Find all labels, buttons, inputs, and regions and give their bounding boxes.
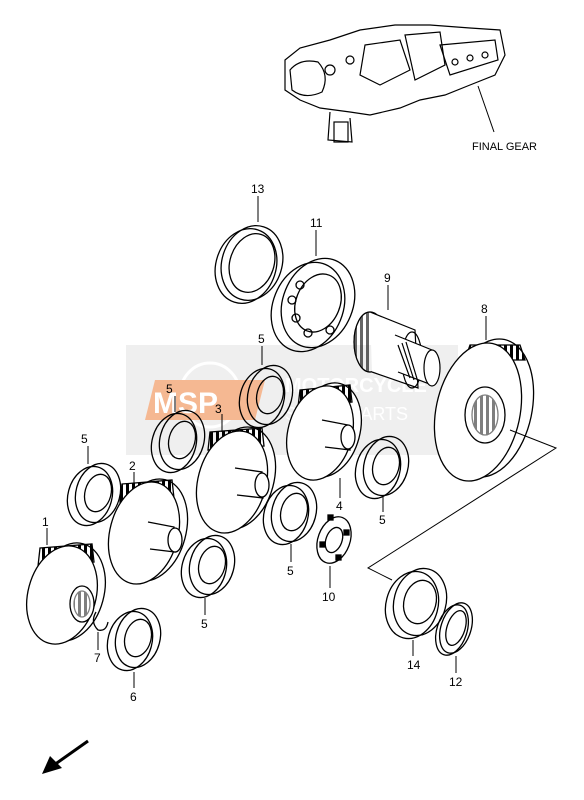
assembly-guide-lines	[366, 429, 558, 581]
label-1: 1	[42, 515, 49, 529]
label-12: 12	[449, 675, 463, 689]
label-5a: 5	[258, 332, 265, 346]
label-8: 8	[481, 302, 488, 316]
part-10-washer[interactable]	[311, 512, 357, 568]
label-4: 4	[336, 499, 343, 513]
part-8-gear[interactable]	[422, 331, 545, 489]
part-3-gear[interactable]	[186, 419, 287, 541]
part-1-gear[interactable]	[16, 535, 116, 652]
part-5-bearing-upper[interactable]	[233, 360, 299, 432]
label-13: 13	[251, 182, 265, 196]
label-2: 2	[129, 459, 136, 473]
final-gear-housing	[284, 24, 506, 143]
label-7: 7	[94, 651, 101, 665]
part-9-shaft[interactable]	[353, 311, 441, 389]
label-5e: 5	[81, 432, 88, 446]
part-5-bearing-left[interactable]	[61, 458, 127, 530]
label-9: 9	[384, 271, 391, 285]
label-3: 3	[215, 402, 222, 416]
part-2-gear[interactable]	[98, 471, 199, 592]
part-11-bearing[interactable]	[258, 247, 367, 363]
label-10: 10	[322, 590, 336, 604]
arrow-down-left-icon	[42, 739, 89, 774]
label-5c: 5	[166, 382, 173, 396]
part-12-seal[interactable]	[430, 599, 479, 660]
label-5f: 5	[201, 617, 208, 631]
part-5-bearing-lower[interactable]	[175, 530, 241, 602]
label-14: 14	[407, 658, 421, 672]
label-5b: 5	[379, 513, 386, 527]
part-5-bearing-mid[interactable]	[145, 405, 211, 477]
watermark-logo-text: MSP	[153, 387, 218, 420]
part-14-bearing[interactable]	[378, 562, 454, 644]
part-7-circlip[interactable]	[92, 611, 109, 631]
part-5-bearing-right[interactable]	[349, 431, 415, 503]
part-6-bearing[interactable]	[101, 603, 167, 675]
part-4-gear[interactable]	[277, 375, 372, 487]
final-gear-leader	[477, 85, 495, 133]
part-13-oil-seal[interactable]	[206, 218, 293, 312]
part-5-bearing-center[interactable]	[257, 477, 323, 549]
label-6: 6	[130, 690, 137, 704]
label-11: 11	[310, 216, 323, 230]
final-gear-label: FINAL GEAR	[472, 141, 537, 153]
label-5d: 5	[287, 564, 294, 578]
